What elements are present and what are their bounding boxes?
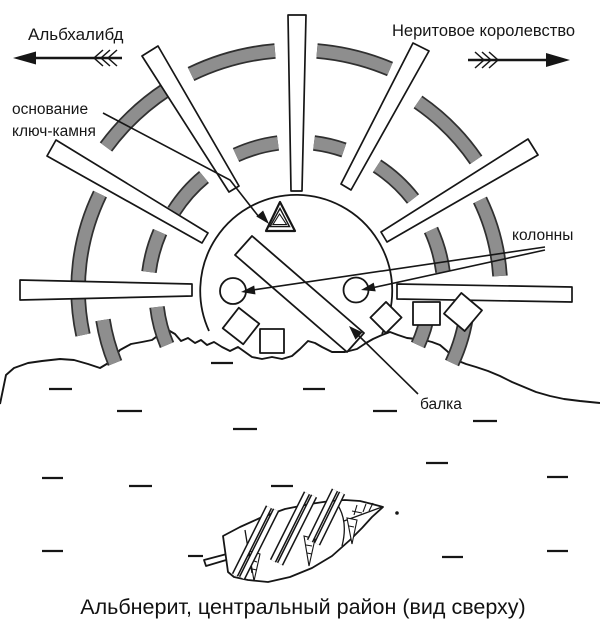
label-beam: балка [420,396,462,413]
ship-bow-marks [351,502,374,516]
arc-segment [413,95,483,165]
arc-segment [99,83,171,152]
label-keystone-line1: основание [12,101,88,118]
spoke-beam-northeast [340,42,430,191]
spoke-beam-northwest [141,45,240,193]
stone-block [369,301,403,334]
arc-segment [316,43,394,77]
arc-segment [167,171,210,216]
leader-line-column-right [366,249,546,290]
spoke-beam-east [396,283,573,303]
arc-segment [95,318,123,366]
terrain [0,329,600,632]
stone-block [443,292,483,332]
arrowhead-column-right [361,282,376,292]
leader-line-keystone [102,112,260,218]
spoke-beam-east-upper [380,138,539,243]
spoke-beam-west-upper [46,139,209,244]
label-east-region: Неритовое королевство [392,22,575,40]
leader-line-beam [356,333,419,395]
ship-illustration [203,488,384,583]
leader-lines [102,112,546,395]
triangle-small [272,212,288,226]
arrowhead-keystone [256,210,269,224]
arc-segment [187,43,276,82]
arc-segment [232,135,280,163]
arc-segment [70,190,108,337]
arrow-fletching-icon [92,49,118,67]
label-columns: колонны [512,227,573,244]
water-dot [395,511,399,515]
coastline [0,329,600,405]
water-ripples [42,361,568,559]
dome-outline [199,194,394,335]
arrowhead-west-icon [13,51,36,65]
stone-block [221,306,261,346]
arc-segment [141,228,168,274]
direction-arrow-east [468,51,570,69]
radial-spoke-beams [19,14,573,303]
arc-segment [423,226,451,274]
spoke-beam-north [287,14,307,192]
triangle-inner [268,207,291,228]
ship-yard-strips [231,488,346,580]
text-labels: Альбхалибд Неритовое королевство основан… [12,22,575,619]
column-circle-left [219,277,247,305]
direction-arrow-west [13,49,122,67]
arrowhead-column-left [241,285,256,295]
stone-blocks [221,292,483,354]
arc-segment [149,305,175,349]
arrow-fletching-icon [474,51,500,69]
ring-arc-segments [70,43,508,337]
land-fill [0,330,600,632]
fallen-beam [234,235,365,353]
arrowhead-east-icon [546,53,570,67]
arc-segment [312,135,347,158]
arc-segment [472,196,508,277]
stone-block [412,301,441,326]
label-keystone-line2: ключ-камня [12,123,96,140]
keystone-base-triangle [264,200,297,233]
stone-block [259,328,285,354]
map-caption: Альбнерит, центральный район (вид сверху… [80,595,525,619]
leader-line-column-left [245,246,546,292]
arrowhead-beam [349,326,363,340]
spoke-beam-west [19,279,193,301]
arc-segment [372,159,420,204]
label-west-region: Альбхалибд [28,25,123,44]
